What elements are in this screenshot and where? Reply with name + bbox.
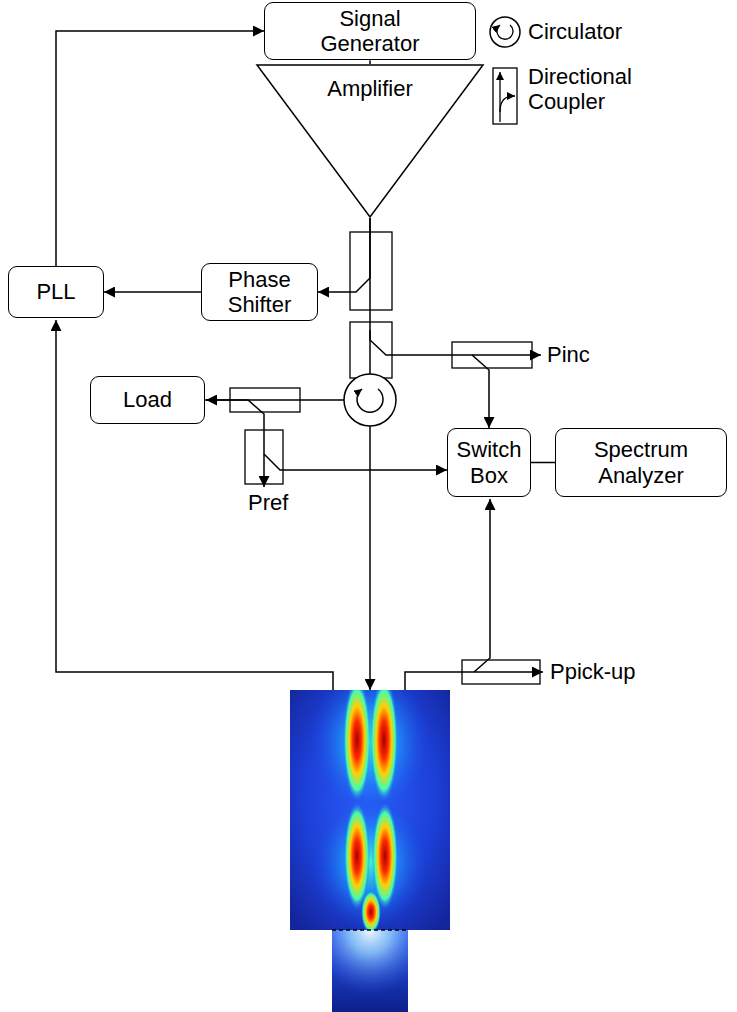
node-text: PLL [36,279,75,304]
load-box: Load [90,376,205,424]
circulator-symbol [344,374,396,426]
node-text: Switch Box [448,437,530,488]
legend-coupler-symbol [493,68,517,124]
spectrum-analyzer-box: Spectrum Analyzer [555,428,727,497]
pll-box: PLL [8,266,104,318]
signal-connector [531,462,555,464]
legend-label: Circulator [528,19,622,44]
legend-circulator-symbol [490,17,520,47]
legend-label: Directional Coupler [528,64,658,115]
rf-wire [56,320,543,690]
amplifier-triangle: Amplifier [256,64,484,218]
signal-connector [56,31,264,266]
switch-box: Switch Box [447,428,531,497]
node-text: Signal Generator [305,6,435,57]
phase-shifter-box: Phase Shifter [201,263,318,322]
signal-port-label: Pref [246,490,290,515]
node-text: Spectrum Analyzer [556,437,726,488]
signal-connector [104,291,201,293]
signal-port-label: Ppick-up [548,659,638,684]
signal-connector [318,218,370,292]
signal-generator-box: Signal Generator [264,2,476,61]
node-text: Phase Shifter [202,267,317,318]
cavity-field-plot [290,664,450,1012]
node-text: Amplifier [327,76,413,101]
signal-connector [205,400,447,470]
node-text: Load [123,387,172,412]
signal-connector [370,218,489,428]
signal-port-label: Pinc [545,342,592,367]
signal-connector [369,60,371,64]
